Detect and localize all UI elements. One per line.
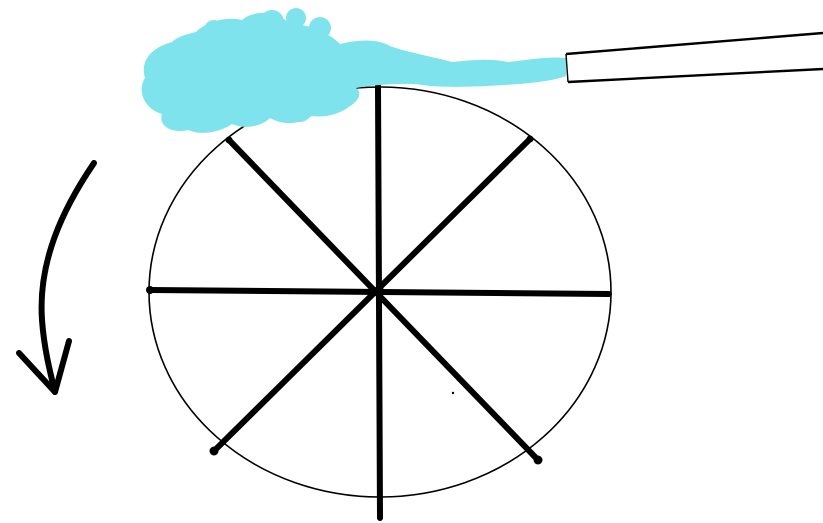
wheel-hub — [374, 286, 384, 296]
steam-cloud — [142, 8, 566, 133]
rotation-arrow-icon — [19, 163, 94, 392]
spoke-vertical — [378, 86, 380, 518]
spoke-diagonal-nw-se — [229, 140, 538, 460]
steam-pipe — [566, 33, 823, 82]
stray-dot — [452, 392, 454, 394]
wheel-spokes — [150, 86, 609, 518]
